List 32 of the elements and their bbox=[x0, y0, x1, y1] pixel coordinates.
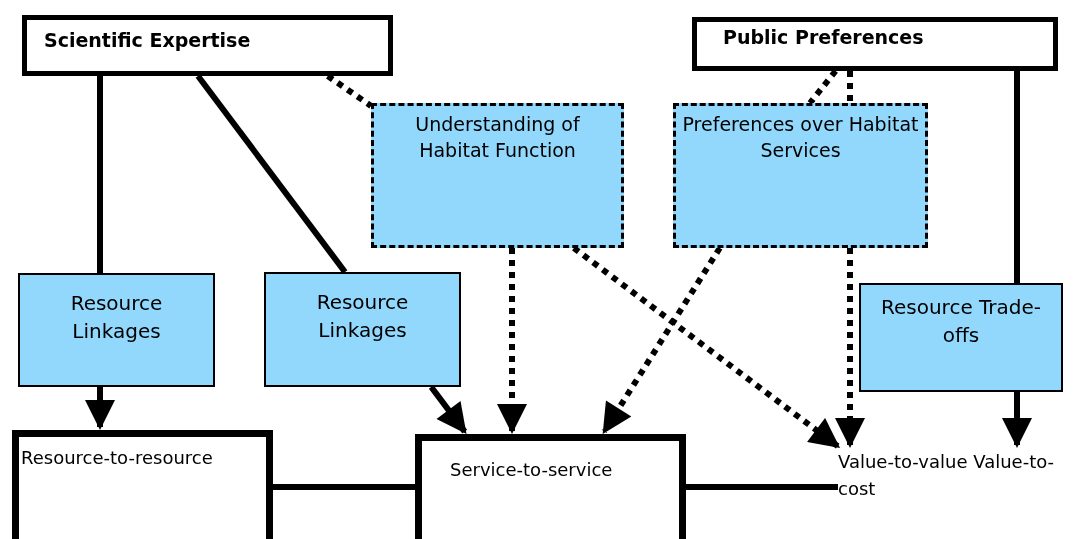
process-box bbox=[264, 272, 461, 387]
source-box bbox=[692, 17, 1058, 71]
connector bbox=[97, 76, 103, 273]
node-label: Public Preferences bbox=[722, 25, 924, 48]
connector bbox=[1014, 71, 1020, 283]
dotted-connector bbox=[601, 246, 723, 434]
connector bbox=[273, 484, 415, 490]
process-box bbox=[859, 283, 1063, 392]
outcome-box bbox=[12, 430, 273, 539]
node-label: Preferences over Habitat Services bbox=[681, 112, 920, 163]
dotted-connector bbox=[835, 248, 865, 448]
node-label: Resource Linkages bbox=[315, 289, 410, 344]
dotted-connector bbox=[847, 71, 853, 103]
connector bbox=[1002, 392, 1032, 448]
outcome-box bbox=[415, 434, 686, 539]
process-box bbox=[18, 273, 215, 387]
node-label: Understanding of Habitat Function bbox=[414, 112, 581, 163]
connector bbox=[195, 74, 348, 274]
dotted-connector bbox=[497, 248, 527, 434]
node-label: Resource Trade-offs bbox=[879, 294, 1043, 349]
dotted-connector bbox=[807, 69, 838, 105]
dashed-process-box bbox=[673, 103, 928, 248]
dashed-process-box bbox=[371, 103, 624, 248]
node-label: Scientific Expertise bbox=[43, 28, 251, 51]
connector bbox=[428, 385, 468, 434]
node-label: Value-to-value Value-to-cost bbox=[838, 450, 1056, 501]
connector bbox=[85, 387, 115, 430]
source-box bbox=[22, 15, 393, 76]
node-label: Resource-to-resource bbox=[20, 446, 213, 468]
connector bbox=[686, 484, 838, 490]
node-label: Service-to-service bbox=[449, 458, 613, 480]
node-label: Resource Linkages bbox=[69, 290, 164, 345]
